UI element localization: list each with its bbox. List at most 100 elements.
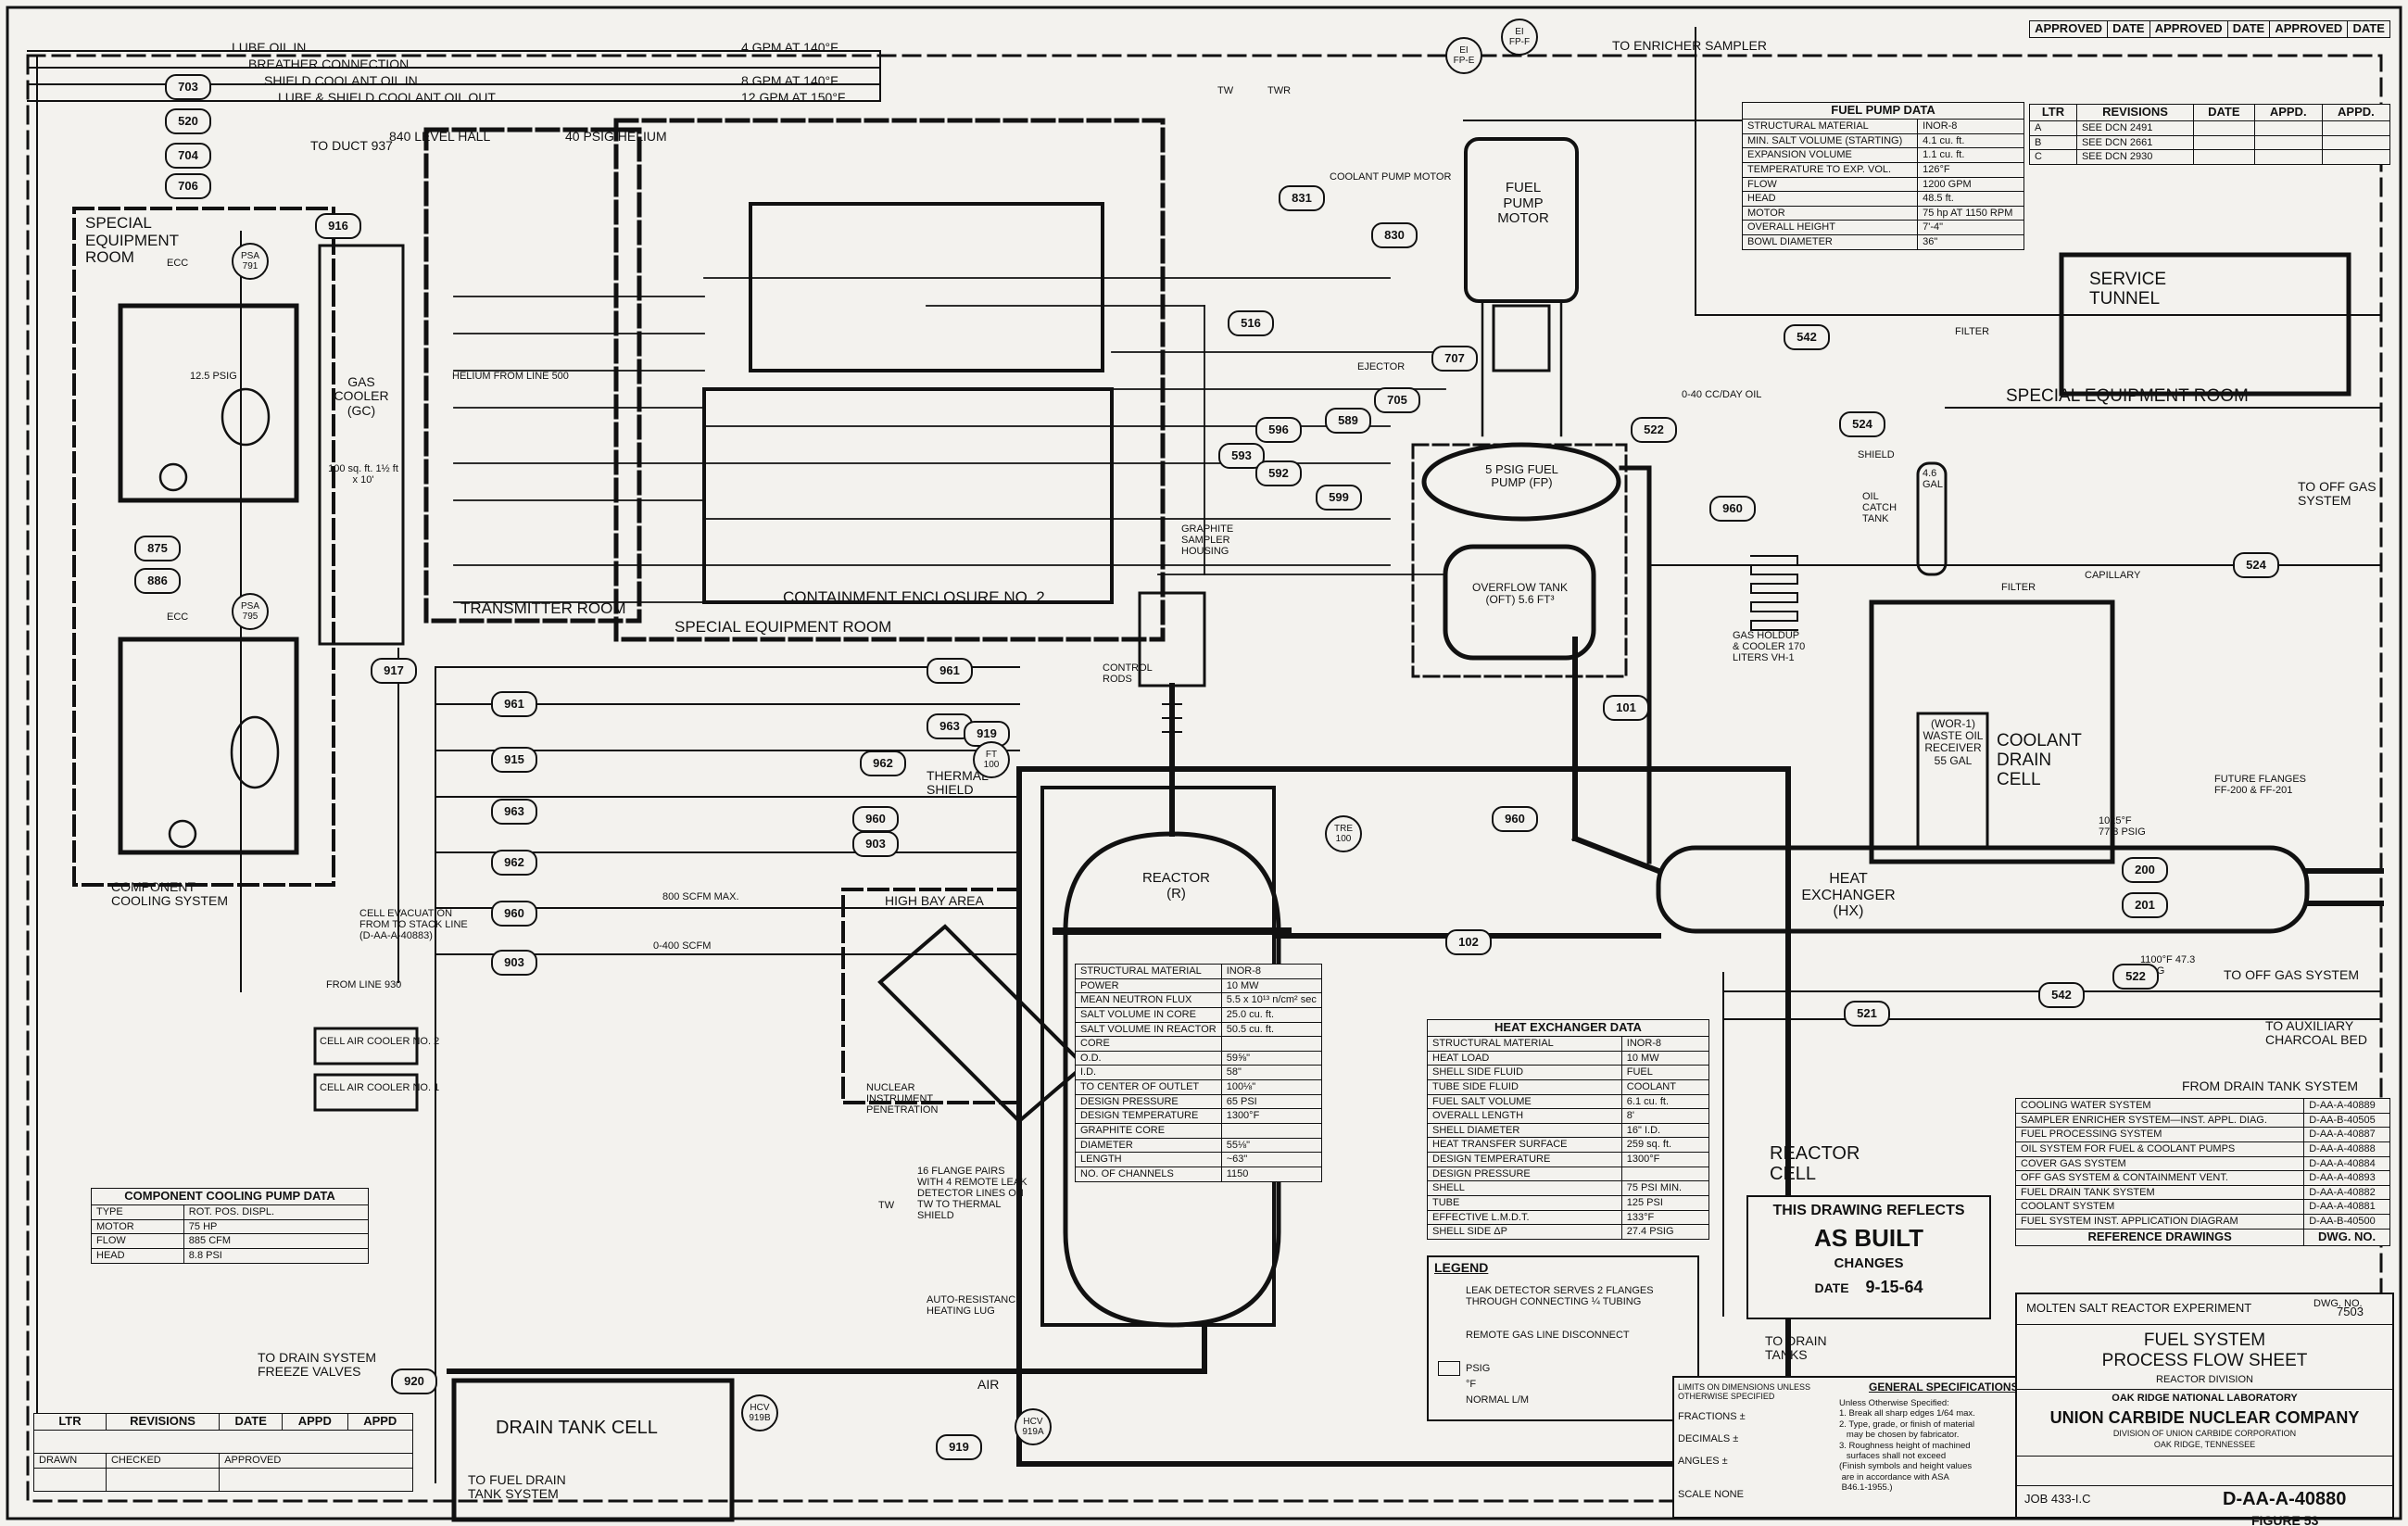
revisions-top-header: APPD. [2253,104,2323,121]
hx-data-cell: INOR-8 [1620,1035,1710,1052]
fuel-pump-motor-housing [1464,137,1579,303]
fuel-pump-data-cell: 7'-4" [1917,220,2024,236]
general-spec-line: B46.1-1955.) [1839,1482,1893,1494]
scale-label: SCALE NONE [1678,1489,1744,1500]
label-future-flanges: FUTURE FLANGES FF-200 & FF-201 [2214,774,2307,797]
label-from-drain-tank: FROM DRAIN TANK SYSTEM [2182,1078,2359,1093]
label-gas-holdup: GAS HOLDUP & COOLER 170 LITERS VH-1 [1733,630,1806,664]
line-524: 524 [1839,411,1885,437]
pump-data-cell: 8.8 PSI [183,1247,370,1264]
revision-cell [2193,120,2255,136]
reactor-data-cell [1220,1036,1322,1052]
reference-drawing-cell: COOLANT SYSTEM [2014,1199,2305,1216]
line-522: 522 [1631,417,1677,443]
general-spec-line: may be chosen by fabricator. [1839,1430,1960,1441]
label-flange-pairs: 16 FLANGE PAIRS WITH 4 REMOTE LEAK DETEC… [917,1166,1027,1222]
label-overflow-tank: OVERFLOW TANK (OFT) 5.6 FT³ [1472,581,1568,607]
special-equipment-room-mid-wall [613,118,1166,642]
line-903: 903 [491,950,537,976]
general-spec-line: 2. Type, grade, or finish of material [1839,1419,1975,1430]
drawn-label: DRAWN [33,1452,107,1469]
reactor-data-cell: 25.0 cu. ft. [1220,1006,1322,1023]
reactor-data-cell: DIAMETER [1075,1137,1222,1154]
title-block: MOLTEN SALT REACTOR EXPERIMENT DWG. NO. … [2015,1293,2394,1519]
revision-cell: C [2029,149,2077,165]
line-703: 703 [165,74,211,100]
reference-drawing-row: OFF GAS SYSTEM & CONTAINMENT VENT.D-AA-A… [2014,1170,2390,1186]
legend-box: LEGEND LEAK DETECTOR SERVES 2 FLANGES TH… [1427,1255,1699,1421]
line-960-c: 960 [1709,496,1756,522]
line-200: 200 [2122,857,2168,883]
legend-item-leak-detector: LEAK DETECTOR SERVES 2 FLANGES THROUGH C… [1466,1285,1654,1308]
revision-cell [2321,134,2391,151]
label-graphite-sampler: GRAPHITE SAMPLER HOUSING [1181,523,1234,558]
general-spec-line: 1. Break all sharp edges 1/64 max. [1839,1408,1975,1419]
general-specs-box: LIMITS ON DIMENSIONS UNLESS OTHERWISE SP… [1672,1376,2019,1519]
fuel-pump-data-cell: EXPANSION VOLUME [1741,147,1919,163]
as-built-date: 9-15-64 [1865,1277,1923,1296]
tolerance-angles: ANGLES ± [1678,1456,1728,1467]
reactor-data-row: GRAPHITE CORE [1075,1123,1322,1139]
label-auto-resist: AUTO-RESISTANCE HEATING LUG [927,1294,1023,1318]
legend-item-normal: NORMAL L/M [1466,1394,1530,1406]
hx-data-cell: DESIGN PRESSURE [1427,1166,1622,1182]
hx-data-cell: FUEL SALT VOLUME [1427,1093,1622,1110]
reactor-data-cell: 55⅛" [1220,1137,1322,1154]
fuel-pump-data-cell: INOR-8 [1917,118,2024,134]
reactor-data-cell: NO. OF CHANNELS [1075,1166,1222,1182]
label-to-fuel-drain: TO FUEL DRAIN TANK SYSTEM [468,1472,566,1502]
line-596: 596 [1255,417,1302,443]
legend-item-gas-disconnect: REMOTE GAS LINE DISCONNECT [1466,1330,1630,1341]
hx-data-cell: FUEL [1620,1065,1710,1080]
label-to-off-gas: TO OFF GAS SYSTEM [2298,479,2376,509]
line-917: 917 [371,658,417,684]
line-102: 102 [1445,929,1492,955]
label-air: AIR [977,1377,1000,1392]
general-spec-line: 3. Roughness height of machined [1839,1440,1971,1451]
line-516: 516 [1228,310,1274,336]
line-960: 960 [491,901,537,927]
reference-drawing-cell: OIL SYSTEM FOR FUEL & COOLANT PUMPS [2014,1141,2305,1157]
reactor-data-cell: I.D. [1075,1065,1222,1081]
reactor-data-cell: POWER [1075,977,1222,994]
line-201: 201 [2122,892,2168,918]
revisions-top-header: DATE [2193,104,2255,121]
hx-data-cell: HEAT LOAD [1427,1050,1622,1066]
label-drain-tank-cell: DRAIN TANK CELL [496,1418,658,1438]
general-spec-line: Unless Otherwise Specified: [1839,1398,1949,1408]
label-special-equipment-room-left: SPECIAL EQUIPMENT ROOM [85,214,179,267]
as-built-line2: AS BUILT [1814,1223,1923,1252]
reference-drawing-cell: FUEL SYSTEM INST. APPLICATION DIAGRAM [2014,1214,2305,1230]
hx-data-cell: 75 PSI MIN. [1620,1180,1710,1196]
label-special-equipment-room-right: SPECIAL EQUIPMENT ROOM [2006,386,2249,406]
ccp2-vessel [230,715,280,789]
reactor-data-cell: LENGTH [1075,1152,1222,1167]
revisions-bottom-header: DATE [219,1413,284,1431]
pump-data-cell: ROT. POS. DISPL. [183,1204,370,1220]
hx-data-row: EFFECTIVE L.M.D.T.133°F [1427,1209,1710,1226]
reactor-data-cell: O.D. [1075,1050,1222,1066]
reactor-data-row: I.D.58" [1075,1065,1322,1081]
hx-data-cell: SHELL DIAMETER [1427,1122,1622,1139]
line-831: 831 [1279,185,1325,211]
label-from-line-930: FROM LINE 930 [326,979,402,990]
component-cooling-pump-2-box [118,637,299,855]
hx-data-cell: 27.4 PSIG [1620,1224,1710,1240]
fuel-pump-data-cell: MOTOR [1741,205,1919,221]
label-4gpm: 4 GPM AT 140°F [741,40,838,55]
